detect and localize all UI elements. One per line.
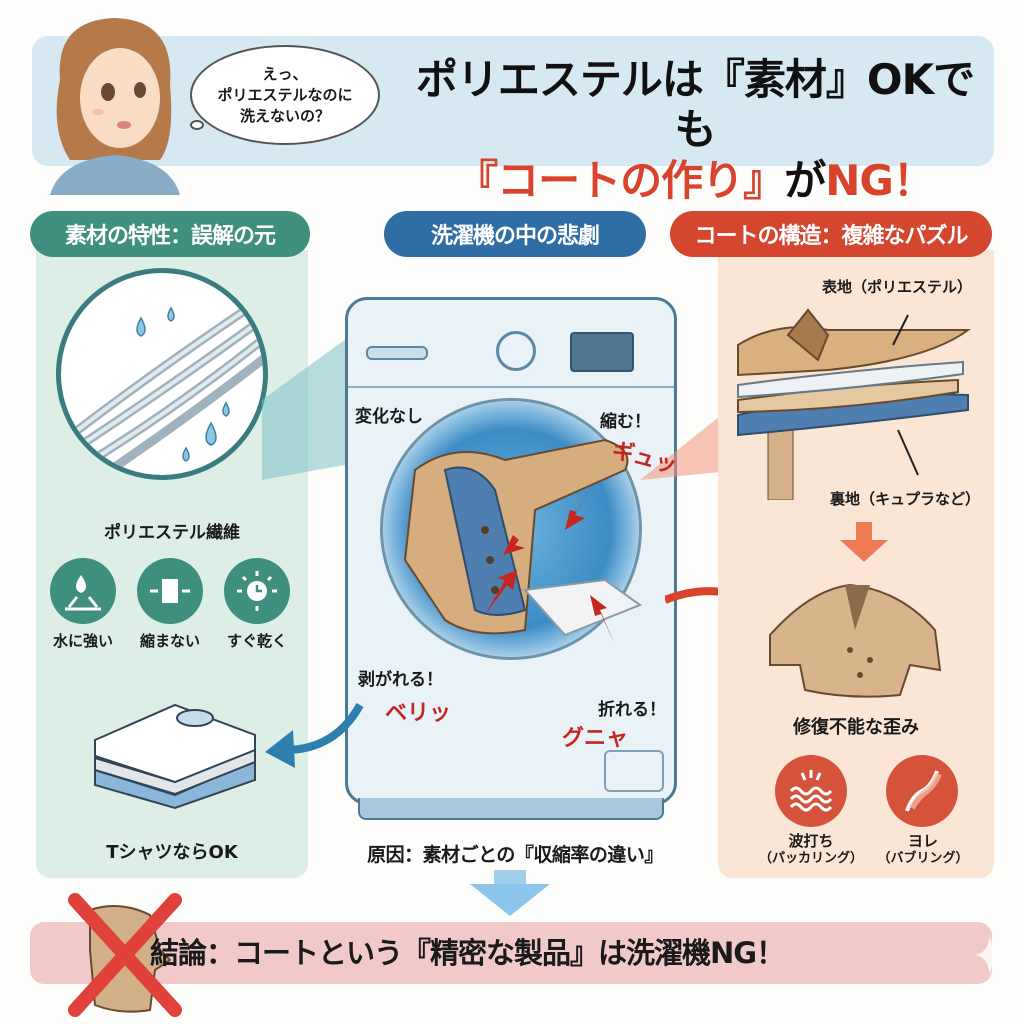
crossed-coat-icon — [68, 893, 182, 1017]
defect-wave: 波打ち （パッカリング） — [746, 832, 876, 868]
no-shrink-icon — [137, 558, 203, 624]
washer-base — [358, 798, 664, 820]
section-pill-washer: 洗濯機の中の悲劇 — [384, 211, 646, 257]
speech-bubble: えっ、 ポリエステルなのに 洗えないの？ — [190, 45, 380, 145]
bubble-line-3: 洗えないの？ — [239, 106, 330, 125]
irreparable-distortion-label: 修復不能な歪み — [793, 717, 919, 738]
zoom-pointer-shape-right — [640, 400, 740, 480]
outer-fabric-label: 表地（ポリエステル） — [822, 278, 973, 296]
coat-layers-illustration — [737, 308, 972, 500]
distorted-coat-illustration — [769, 583, 942, 698]
zoom-pointer-shape — [262, 320, 372, 480]
defect-bubbling-label: ヨレ — [907, 832, 938, 850]
property-label-shrink: 縮まない — [139, 632, 200, 650]
washer-knob-icon — [496, 331, 536, 371]
orange-down-arrow-icon — [840, 522, 888, 562]
bubble-line-1: えっ、 — [262, 64, 308, 83]
defect-bubbling: ヨレ （バブリング） — [858, 832, 988, 868]
wave-puckering-icon — [775, 755, 847, 827]
tshirt-ok-label: TシャツならOK — [106, 842, 238, 863]
sparkle-icon — [975, 935, 1005, 975]
section-pill-structure: コートの構造：複雑なパズル — [670, 211, 992, 257]
fiber-label: ポリエステル繊維 — [104, 523, 240, 543]
annotation-peels: 剥がれる！ — [358, 670, 443, 690]
tumbling-coat-illustration — [403, 438, 643, 645]
water-resistant-icon — [50, 558, 116, 624]
fiber-closeup-icon — [56, 268, 268, 480]
sound-beri: ベリッ — [385, 701, 452, 726]
page-title: ポリエステルは『素材』OKでも 『コートの作り』がNG！ — [405, 55, 985, 207]
washer-display — [570, 332, 634, 372]
cause-text: 原因：素材ごとの『収縮率の違い』 — [367, 844, 663, 866]
detergent-drawer — [366, 346, 428, 360]
washer-control-panel — [348, 326, 674, 388]
blue-curved-arrow-icon — [265, 702, 364, 768]
folded-tshirts-icon — [94, 703, 256, 810]
sound-gunya: グニャ — [562, 726, 629, 751]
bubbling-icon — [886, 755, 958, 827]
section-pill-material: 素材の特性：誤解の元 — [30, 211, 310, 257]
down-arrow-icon — [470, 870, 550, 916]
lining-label: 裏地（キュプラなど） — [830, 490, 981, 508]
title-line-1: ポリエステルは『素材』OKでも — [415, 55, 975, 154]
title-particle: が — [784, 156, 826, 205]
property-label-dry: すぐ乾く — [226, 632, 287, 650]
annotation-shrinks: 縮む！ — [600, 412, 651, 432]
conclusion-text: 結論：コートという『精密な製品』は洗濯機NG！ — [150, 936, 785, 970]
property-label-water: 水に強い — [52, 632, 113, 650]
washer-filter-cover — [604, 750, 664, 792]
title-red-phrase: 『コートの作り』 — [456, 156, 785, 205]
thought-dot — [190, 120, 204, 130]
title-ng: NG！ — [825, 156, 935, 205]
worried-girl-illustration — [50, 18, 180, 195]
bubble-line-2: ポリエステルなのに — [217, 85, 353, 104]
annotation-folds: 折れる！ — [598, 700, 666, 720]
defect-bubbling-sub: （バブリング） — [877, 851, 969, 866]
defect-wave-label: 波打ち — [788, 832, 834, 850]
conclusion-banner — [30, 922, 992, 984]
annotation-no-change: 変化なし — [355, 407, 423, 427]
title-line-2: 『コートの作り』がNG！ — [405, 155, 985, 207]
defect-wave-sub: （パッカリング） — [758, 851, 863, 866]
quick-dry-icon — [224, 558, 290, 624]
